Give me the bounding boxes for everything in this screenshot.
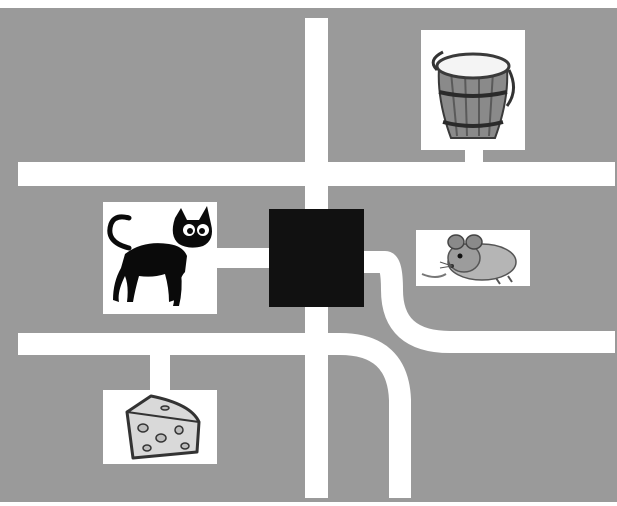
center-block <box>269 209 364 307</box>
bucket-picture <box>421 30 525 150</box>
black-cat-icon <box>103 202 217 314</box>
upper-horizontal-road <box>18 162 615 186</box>
milk-bucket-icon <box>421 30 525 150</box>
cheese-connector <box>150 352 170 392</box>
mouse-icon <box>416 230 530 286</box>
cat-connector <box>215 248 271 268</box>
cheese-icon <box>103 390 217 464</box>
cat-picture <box>103 202 217 314</box>
mouse-picture <box>416 230 530 286</box>
lower-horizontal-road <box>18 333 318 355</box>
bucket-connector <box>465 148 483 166</box>
cheese-picture <box>103 390 217 464</box>
